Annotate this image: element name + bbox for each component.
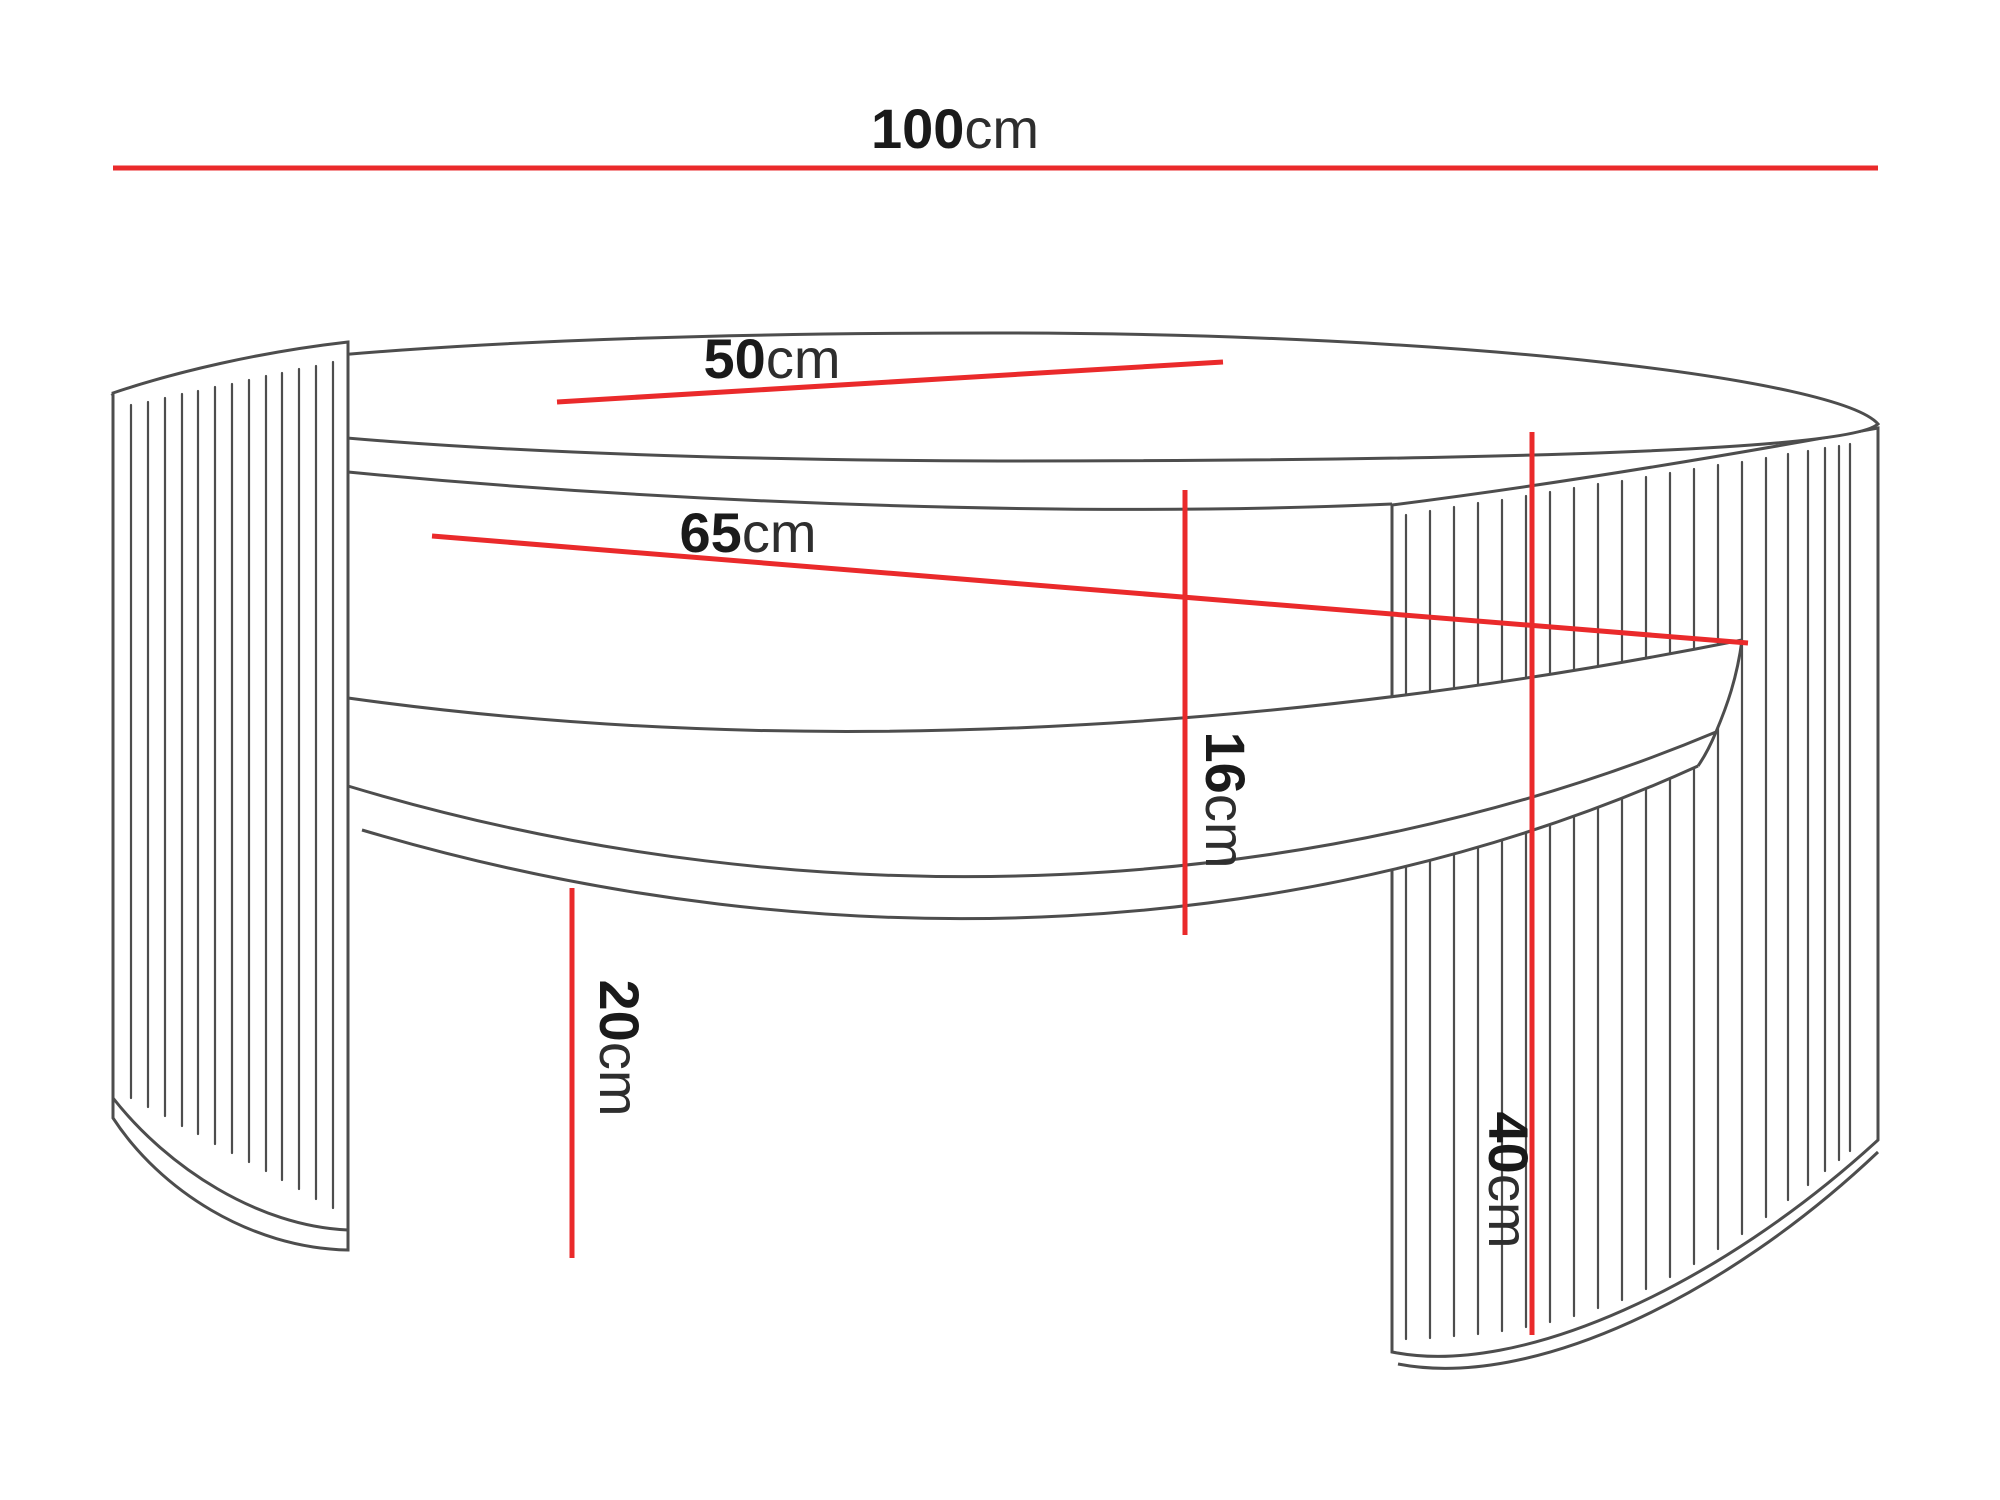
- depth-dimension-line: [556, 359, 1224, 405]
- under-shelf-clearance-unit: cm: [588, 1042, 651, 1117]
- left-panel-outline: [111, 340, 350, 1252]
- left-panel-bottom-rim: [111, 1097, 349, 1232]
- shelf-right-end-edge: [1696, 639, 1744, 767]
- under-shelf-clearance-dimension-label: 20cm: [588, 980, 651, 1117]
- under-shelf-clearance-value: 20: [588, 980, 651, 1042]
- table-top-oval: [110, 331, 1881, 463]
- width-value: 100: [871, 97, 964, 160]
- left-fluted-panel: [111, 340, 350, 1252]
- left-panel-slats: [129, 360, 335, 1210]
- table-top-underside-edge: [347, 470, 1393, 511]
- shelf-fill: [348, 640, 1742, 919]
- inner-width-dimension-label: 65cm: [680, 501, 817, 564]
- right-panel-outline: [1390, 426, 1880, 1358]
- right-fluted-panel: [1390, 426, 1880, 1370]
- depth-value: 50: [704, 327, 766, 390]
- total-height-unit: cm: [1477, 1174, 1540, 1249]
- table-drawing: [110, 331, 1881, 1370]
- inner-width-value: 65: [680, 501, 742, 564]
- inner-width-dimension-line: [431, 533, 1749, 646]
- total-height-value: 40: [1477, 1112, 1540, 1174]
- dimension-annotations: 100cm 50cm 65cm 16cm 20cm 40cm: [113, 97, 1878, 1335]
- shelf-back-edge: [347, 638, 1743, 733]
- right-panel-bottom-rim: [1397, 1150, 1880, 1370]
- width-unit: cm: [964, 97, 1039, 160]
- depth-unit: cm: [766, 327, 841, 390]
- shelf-gap-unit: cm: [1194, 794, 1257, 869]
- shelf-front-bottom-edge: [361, 764, 1699, 921]
- depth-dimension-label: 50cm: [704, 327, 841, 390]
- table-top: [110, 331, 1881, 511]
- width-dimension-label: 100cm: [871, 97, 1039, 160]
- right-panel-slats: [1404, 442, 1852, 1341]
- total-height-dimension-label: 40cm: [1477, 1112, 1540, 1249]
- shelf-gap-dimension-label: 16cm: [1194, 732, 1257, 869]
- shelf-gap-value: 16: [1194, 732, 1257, 794]
- inner-width-unit: cm: [742, 501, 817, 564]
